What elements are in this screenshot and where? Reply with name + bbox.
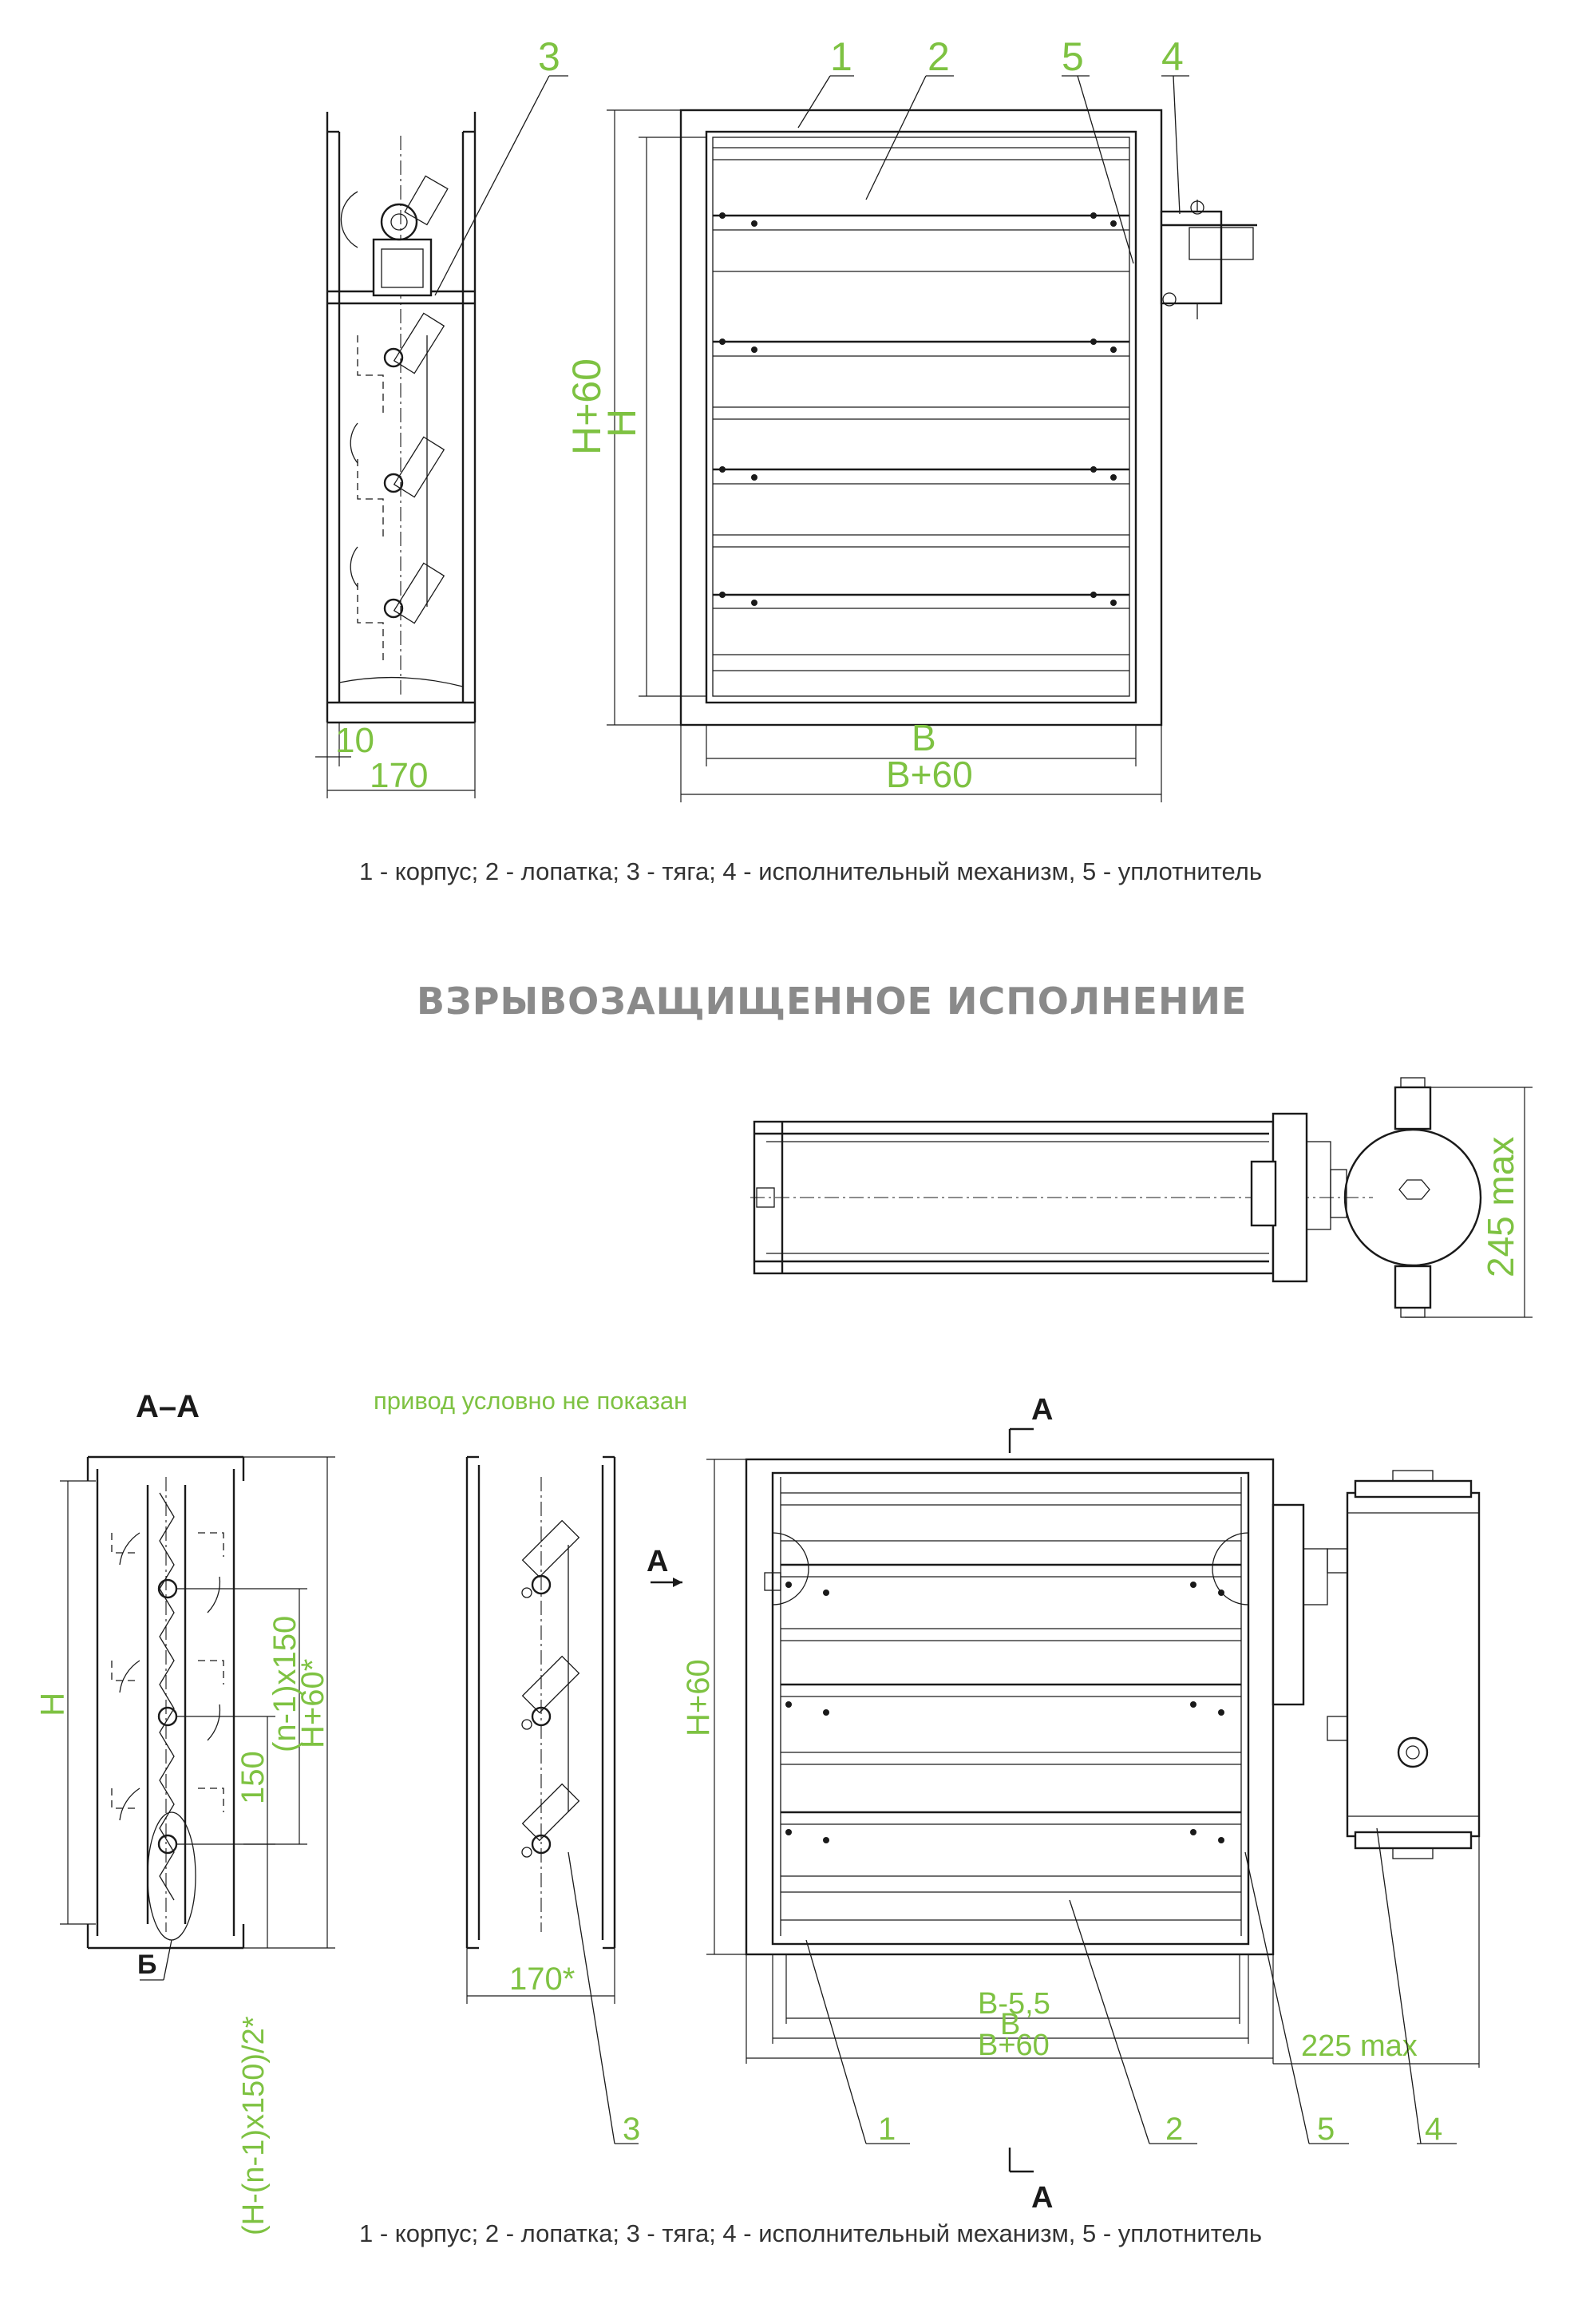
section-label-a-a: А–А [136,1389,200,1424]
dim-top-H60: H+60 [564,358,609,455]
dim-top-B60: B+60 [886,754,973,795]
actuator-top [1160,200,1257,319]
dim-top-B: B [912,717,936,758]
top-side-view: 10 170 3 [315,34,568,798]
dim-section-H: H [34,1693,71,1716]
blades-bottom [781,1492,1241,1921]
dim-section-pitch: 150 [235,1751,271,1804]
mid-linkage-2 [521,1655,580,1730]
mid-linkage-3 [521,1783,580,1858]
view-arrow-a-side: А [647,1545,668,1578]
legend-top: 1 - корпус; 2 - лопатка; 3 - тяга; 4 - и… [359,857,1262,885]
section-a-a: А–А H [34,1389,335,2235]
callout-4-bottom: 4 [1425,2112,1442,2147]
callout-1-bottom: 1 [878,2112,896,2147]
callout-4-top: 4 [1161,34,1184,79]
ex-plan-view: 245 max [750,1077,1533,1318]
callout-2-top: 2 [928,34,950,79]
actuator-bottom [1272,1470,1481,1859]
linkage-1 [357,312,445,415]
dim-section-offset: (H-(n-1)x150)/2* [237,2016,271,2235]
dim-section-pitch-total: (n-1)x150 [267,1616,303,1752]
callout-3-bottom: 3 [623,2112,640,2147]
ex-front-view: H+60 B-5,5 B B+60 225 max А А А 1 2 [647,1393,1481,2215]
heading-explosion-proof: ВЗРЫВОЗАЩИЩЕННОЕ ИСПОЛНЕНИЕ [417,980,1247,1023]
dim-front-225max: 225 max [1301,2029,1418,2063]
dim-top-H: H [599,409,644,437]
dim-front-B: B [1000,2008,1020,2041]
dim-front-B60: B+60 [978,2029,1050,2062]
axle-marks-top [719,212,1117,606]
callout-5-bottom: 5 [1317,2112,1335,2147]
note-drive-not-shown: привод условно не показан [374,1387,687,1415]
dim-section-H60star: H+60* [295,1659,330,1748]
dim-front-H60: H+60 [681,1659,716,1736]
dim-depth-170: 170 [370,756,428,795]
callout-5-top: 5 [1062,34,1084,79]
detail-label-b: Б [137,1950,156,1980]
blades-top [713,147,1129,671]
mid-side-view: 170* 3 [465,1455,640,2147]
legend-bottom: 1 - корпус; 2 - лопатка; 3 - тяга; 4 - и… [359,2219,1262,2247]
linkage-2 [357,436,445,539]
callout-2-bottom: 2 [1165,2112,1183,2147]
dim-front-B55: B-5,5 [978,1987,1050,2021]
section-arrow-a-top: А [1031,1393,1053,1427]
mid-linkage-1 [521,1519,580,1598]
dim-mid-170star: 170* [509,1962,575,1997]
linkage-3 [357,562,445,663]
callout-1-top: 1 [830,34,852,79]
callout-3-top: 3 [538,34,560,79]
dim-ex-245max: 245 max [1480,1137,1521,1277]
top-front-view: H+60 H B B+60 1 2 5 4 [564,34,1257,802]
section-arrow-a-bottom: А [1031,2181,1053,2215]
axle-marks-bottom [785,1582,1224,1843]
dim-flange-10: 10 [335,721,374,760]
